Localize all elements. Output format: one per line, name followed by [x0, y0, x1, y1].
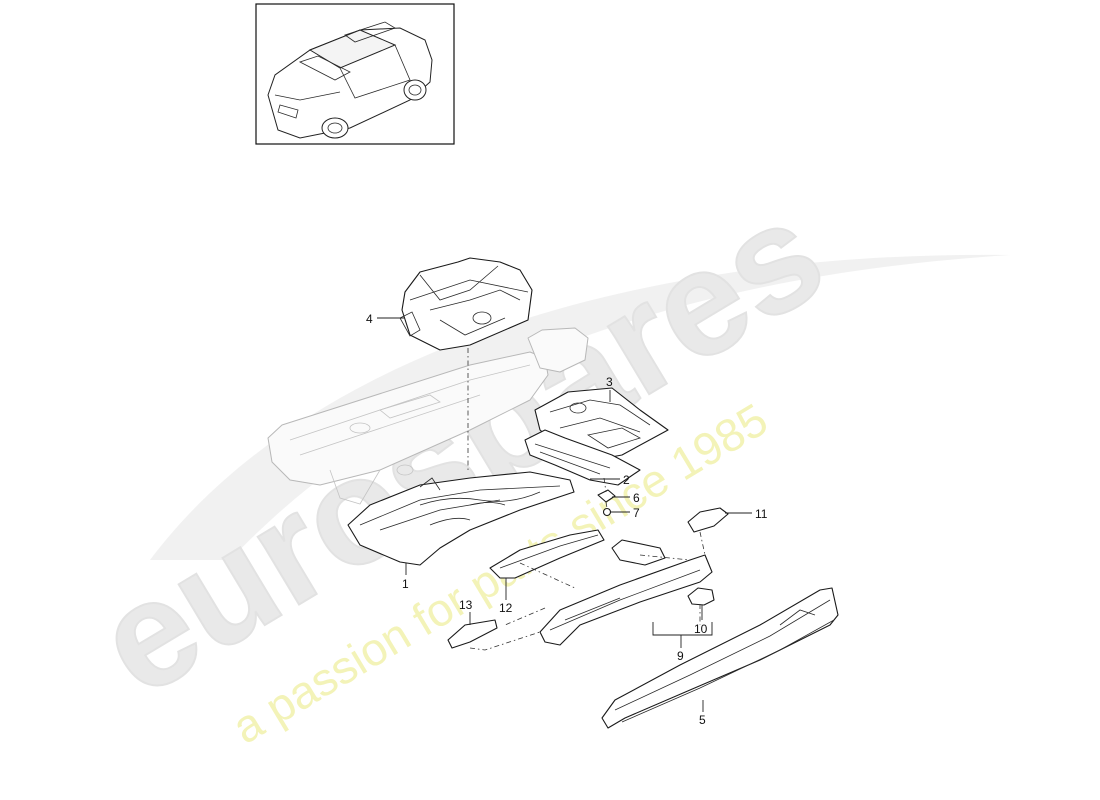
- vehicle-thumbnail: [255, 3, 455, 145]
- part-4-tub: [399, 257, 533, 351]
- part-11-bracket: [687, 507, 729, 533]
- part-10-bracket: [687, 587, 715, 606]
- part-5-side-sill: [601, 587, 839, 729]
- callout-12: 12: [499, 601, 513, 615]
- assembly-lines: [467, 348, 706, 651]
- tunnel-rear-ghost: [527, 327, 589, 373]
- callout-9: 9: [677, 649, 684, 663]
- callout-2: 2: [623, 473, 630, 487]
- suv-illustration: [267, 21, 433, 139]
- callout-5: 5: [699, 713, 706, 727]
- center-tunnel-ghost: [267, 351, 549, 486]
- leader-lines: [377, 317, 752, 712]
- watermark-swoosh: [150, 254, 1010, 560]
- callout-10: 10: [694, 622, 708, 636]
- callout-1: 1: [402, 577, 409, 591]
- part-9-sill-inner: [539, 539, 713, 646]
- callout-labels: 4 3 2 6 7 1 12 13 11 10 9 5: [366, 312, 768, 727]
- part-1-floor-pan: [347, 471, 575, 566]
- callout-4: 4: [366, 312, 373, 326]
- callout-11: 11: [755, 507, 768, 521]
- part-7-nut: [602, 507, 612, 517]
- watermark: eurospares a passion for parts since 198…: [69, 166, 1010, 754]
- part-13-bracket: [447, 619, 498, 649]
- part-2-cross-member: [524, 429, 641, 486]
- part-6-clip: [597, 489, 616, 503]
- callout-3: 3: [606, 375, 613, 389]
- body-floor-ghost: [267, 327, 589, 505]
- callout-7: 7: [633, 506, 640, 520]
- callout-6: 6: [633, 491, 640, 505]
- callout-13: 13: [459, 598, 473, 612]
- part-12-front-cross-member: [489, 529, 605, 579]
